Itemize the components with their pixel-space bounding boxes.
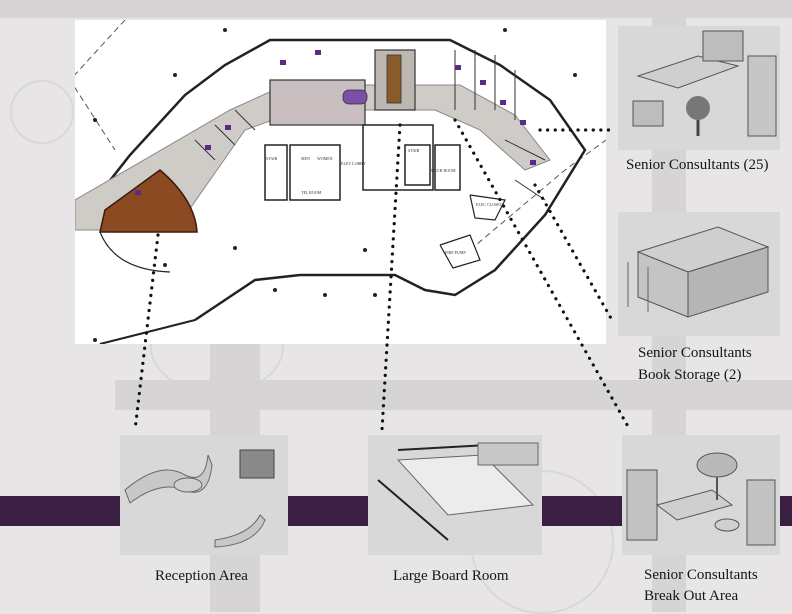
desk-icon xyxy=(627,226,770,318)
board-table-icon xyxy=(377,442,539,541)
break-out-caption-line2: Break Out Area xyxy=(644,588,739,604)
fire-pump-label: FIRE PUMP xyxy=(445,250,466,255)
senior-consultants-workstation-image xyxy=(618,26,780,150)
reception-arc xyxy=(99,231,171,273)
floor-plan-drawing: STAIR MEN WOMEN TEL ROOM ELEV LOBBY STAI… xyxy=(69,19,607,345)
stair-right-label: STAIR xyxy=(408,148,420,153)
elec-closet-label: ELEC CLOSET xyxy=(476,202,503,207)
stair-left xyxy=(264,144,288,201)
reception-area-image xyxy=(120,435,288,555)
women-label: WOMEN xyxy=(317,156,333,161)
background-ornament xyxy=(10,80,74,144)
background-band-top xyxy=(0,0,792,18)
reception-floor xyxy=(99,169,198,233)
reception-desk-icon xyxy=(124,449,275,548)
break-out-caption-line1: Senior Consultants xyxy=(644,567,758,583)
book-storage-image xyxy=(618,212,780,336)
elec-closet xyxy=(469,194,506,221)
workstation-icon xyxy=(632,30,777,137)
stair-right xyxy=(404,144,431,186)
elev-lobby-label: ELEV LOBBY xyxy=(341,161,366,166)
large-board-room-caption: Large Board Room xyxy=(393,568,509,584)
tel-room-label: TEL ROOM xyxy=(301,190,322,195)
board-table xyxy=(386,54,402,104)
large-board-room-image xyxy=(368,435,542,555)
senior-consultants-caption: Senior Consultants (25) xyxy=(626,157,769,173)
site-boundary xyxy=(69,19,126,151)
book-storage-caption-line1: Senior Consultants xyxy=(638,345,752,361)
building-outline xyxy=(99,319,196,345)
book-storage-caption-line2: Book Storage (2) xyxy=(638,367,742,383)
floor-plan: STAIR MEN WOMEN TEL ROOM ELEV LOBBY STAI… xyxy=(69,19,607,345)
board-room-chairs xyxy=(377,444,489,541)
reception-area-caption: Reception Area xyxy=(155,568,248,584)
break-out-area-image xyxy=(622,435,780,555)
stair-left-label: STAIR xyxy=(266,156,278,161)
break-out-furniture-icon xyxy=(626,452,776,546)
board-table xyxy=(342,89,368,105)
structural-columns xyxy=(93,28,577,342)
mech-room-label: MECH ROOM xyxy=(431,168,456,173)
men-label: MEN xyxy=(301,156,310,161)
restrooms xyxy=(289,144,341,201)
